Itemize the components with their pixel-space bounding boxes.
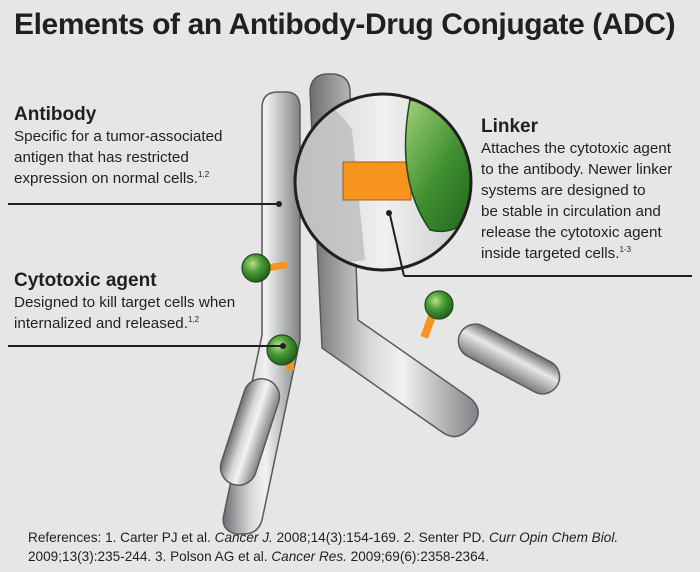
linker-magnifier [295,94,471,270]
drug-ball-3 [424,290,454,320]
cytotoxic-title: Cytotoxic agent [14,270,157,291]
antibody-line-1: Specific for a tumor-associated [14,128,223,145]
lens-outline [293,92,473,272]
linker-3 [420,315,436,339]
linker-bar [342,161,412,201]
ref-detail-2: 2009;13(3):235-244. 3. Polson AG et al. [28,549,272,564]
ref-detail-3: 2009;69(6):2358-2364. [346,549,489,564]
linker-line-4: be stable in circulation and [481,203,661,220]
ref-journal-3: Cancer Res. [271,549,347,564]
ref-detail-1: 2008;14(3):154-169. 2. Senter PD. [272,530,489,545]
linker-title: Linker [481,116,539,137]
linker-leader-dot [386,210,392,216]
antibody-ref-sup: 1,2 [198,169,210,179]
linker-label: Linker Attaches the cytotoxic agent to t… [481,116,696,264]
antibody-line-3: expression on normal cells. [14,170,199,187]
cytotoxic-line-1: Designed to kill target cells when [14,294,236,311]
drug-ball-1 [241,253,271,283]
antibody-leader-dot [276,201,282,207]
linker-line-1: Attaches the cytotoxic agent [481,140,671,157]
linker-line-2: to the antibody. Newer linker [481,161,673,178]
drug-ball-2 [266,334,298,366]
linker-leader-v [389,214,405,277]
cytotoxic-label: Cytotoxic agent Designed to kill target … [14,270,284,334]
ref-prefix: References: 1. Carter PJ et al. [28,530,215,545]
cytotoxic-line-2: internalized and released. [14,315,188,332]
linker-ref-sup: 1-3 [619,244,632,254]
linker-line-5: release the cytotoxic agent [481,224,662,241]
page-title: Elements of an Antibody-Drug Conjugate (… [14,8,676,41]
linker-line-3: systems are designed to [481,182,646,199]
antibody-line-2: antigen that has restricted [14,149,189,166]
antibody-label: Antibody Specific for a tumor-associated… [14,104,264,189]
left-light-chain [219,378,281,486]
antibody-title: Antibody [14,104,97,125]
ref-journal-2: Curr Opin Chem Biol. [488,530,619,545]
ref-journal-1: Cancer J. [214,530,273,545]
right-light-chain [457,323,561,395]
linker-line-6: inside targeted cells. [481,245,620,262]
references: References: 1. Carter PJ et al. Cancer J… [28,528,688,566]
cytotoxic-leader-dot [280,343,286,349]
cytotoxic-ref-sup: 1,2 [187,314,200,324]
